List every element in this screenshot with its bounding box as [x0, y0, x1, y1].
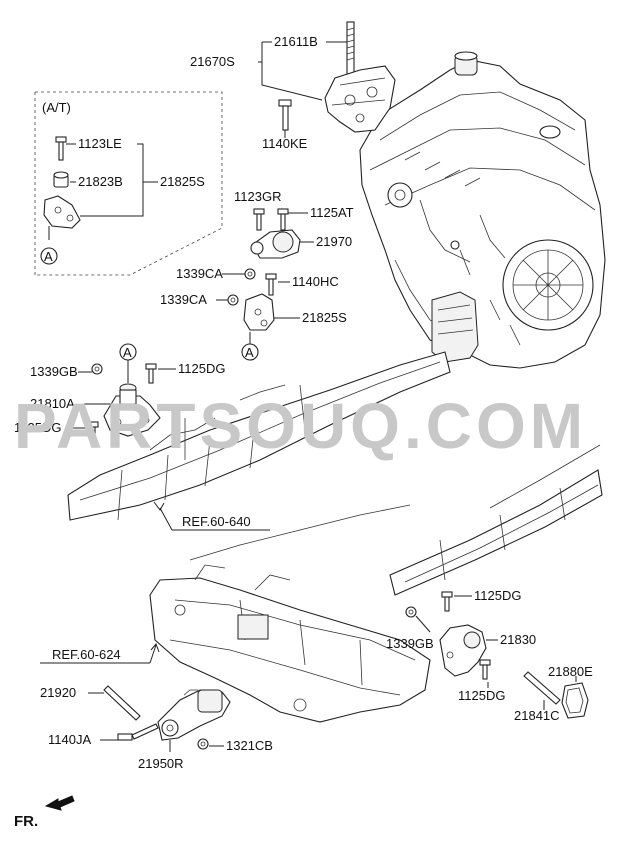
- bolt-21841c: [523, 671, 561, 705]
- callout-a-mid: A: [241, 343, 259, 361]
- callout-a-mid-text: A: [245, 345, 254, 360]
- label-21841c: 21841C: [514, 708, 560, 723]
- bolt-1140hc: [265, 273, 277, 296]
- callout-a-box: A: [40, 247, 58, 265]
- label-fr: FR.: [14, 813, 38, 830]
- label-1125dg-right-top: 1125DG: [474, 588, 521, 603]
- label-1125at: 1125AT: [310, 205, 354, 220]
- label-1123le: 1123LE: [78, 136, 122, 151]
- watermark-text: PARTSOUQ.COM: [14, 390, 587, 462]
- frame-rail-60-640: [67, 351, 451, 521]
- mount-21830: [439, 624, 487, 677]
- bracket-21825s-mid: [243, 293, 275, 331]
- bushing-21823b: [53, 171, 69, 188]
- label-1321cb: 1321CB: [226, 738, 273, 753]
- label-at: (A/T): [42, 100, 71, 115]
- label-21825s-mid: 21825S: [302, 310, 347, 325]
- bolt-1125at: [277, 208, 289, 231]
- nut-1339ca-1: [244, 268, 256, 280]
- label-1140ja: 1140JA: [48, 732, 91, 747]
- label-1123gr: 1123GR: [234, 189, 281, 204]
- nut-1339gb-left: [91, 363, 103, 375]
- label-1140ke: 1140KE: [262, 136, 308, 151]
- callout-a-left-text: A: [123, 345, 132, 360]
- label-21970: 21970: [316, 234, 352, 249]
- label-21810a: 21810A: [30, 396, 75, 411]
- label-21611b: 21611B: [274, 34, 318, 49]
- bolt-1123gr: [253, 208, 265, 231]
- nut-1321cb: [197, 738, 209, 750]
- label-ref-60-624: REF.60-624: [52, 647, 121, 662]
- label-21880e: 21880E: [548, 664, 593, 679]
- bracket-21825s-at: [43, 195, 81, 229]
- label-1125dg-left: 1125DG: [14, 420, 61, 435]
- label-1125dg-right-bot: 1125DG: [458, 688, 505, 703]
- label-21950r: 21950R: [138, 756, 184, 771]
- label-ref-60-640: REF.60-640: [182, 514, 251, 529]
- label-21825s-at: 21825S: [160, 174, 205, 189]
- label-1339gb-right: 1339GB: [386, 636, 434, 651]
- callout-a-left: A: [119, 343, 137, 361]
- callout-a-box-text: A: [44, 249, 53, 264]
- label-1125dg-top: 1125DG: [178, 361, 225, 376]
- nut-1339gb-right: [405, 606, 417, 618]
- nut-1339ca-2: [227, 294, 239, 306]
- label-1339gb-left: 1339GB: [30, 364, 78, 379]
- label-21830: 21830: [500, 632, 536, 647]
- label-1339ca-2: 1339CA: [160, 292, 207, 307]
- frame-rail-right: [389, 444, 603, 596]
- label-21920: 21920: [40, 685, 76, 700]
- bolt-1123le: [55, 136, 67, 161]
- bolt-21920: [103, 685, 141, 721]
- label-21670s: 21670S: [190, 54, 235, 69]
- label-21823b: 21823B: [78, 174, 123, 189]
- gasket-21880e: [561, 682, 589, 719]
- label-1140hc: 1140HC: [292, 274, 339, 289]
- front-arrow-icon: [44, 795, 75, 811]
- mount-21970: [250, 229, 301, 259]
- bolt-1125dg-top: [145, 363, 157, 384]
- roll-rod-21950r: [157, 689, 231, 741]
- bolt-1140ke: [278, 99, 292, 131]
- mount-21810a: [103, 383, 161, 437]
- label-1339ca-1: 1339CA: [176, 266, 223, 281]
- engine-block: [359, 51, 606, 369]
- subframe-60-624: [149, 504, 431, 723]
- bolt-1125dg-left: [87, 421, 99, 442]
- engine-mount-bracket-21670s: [324, 21, 396, 133]
- bolt-1125dg-right-bot: [479, 659, 491, 680]
- bolt-1140ja: [117, 723, 159, 741]
- bolt-1125dg-right-top: [441, 591, 453, 612]
- at-detail-box: [34, 91, 223, 276]
